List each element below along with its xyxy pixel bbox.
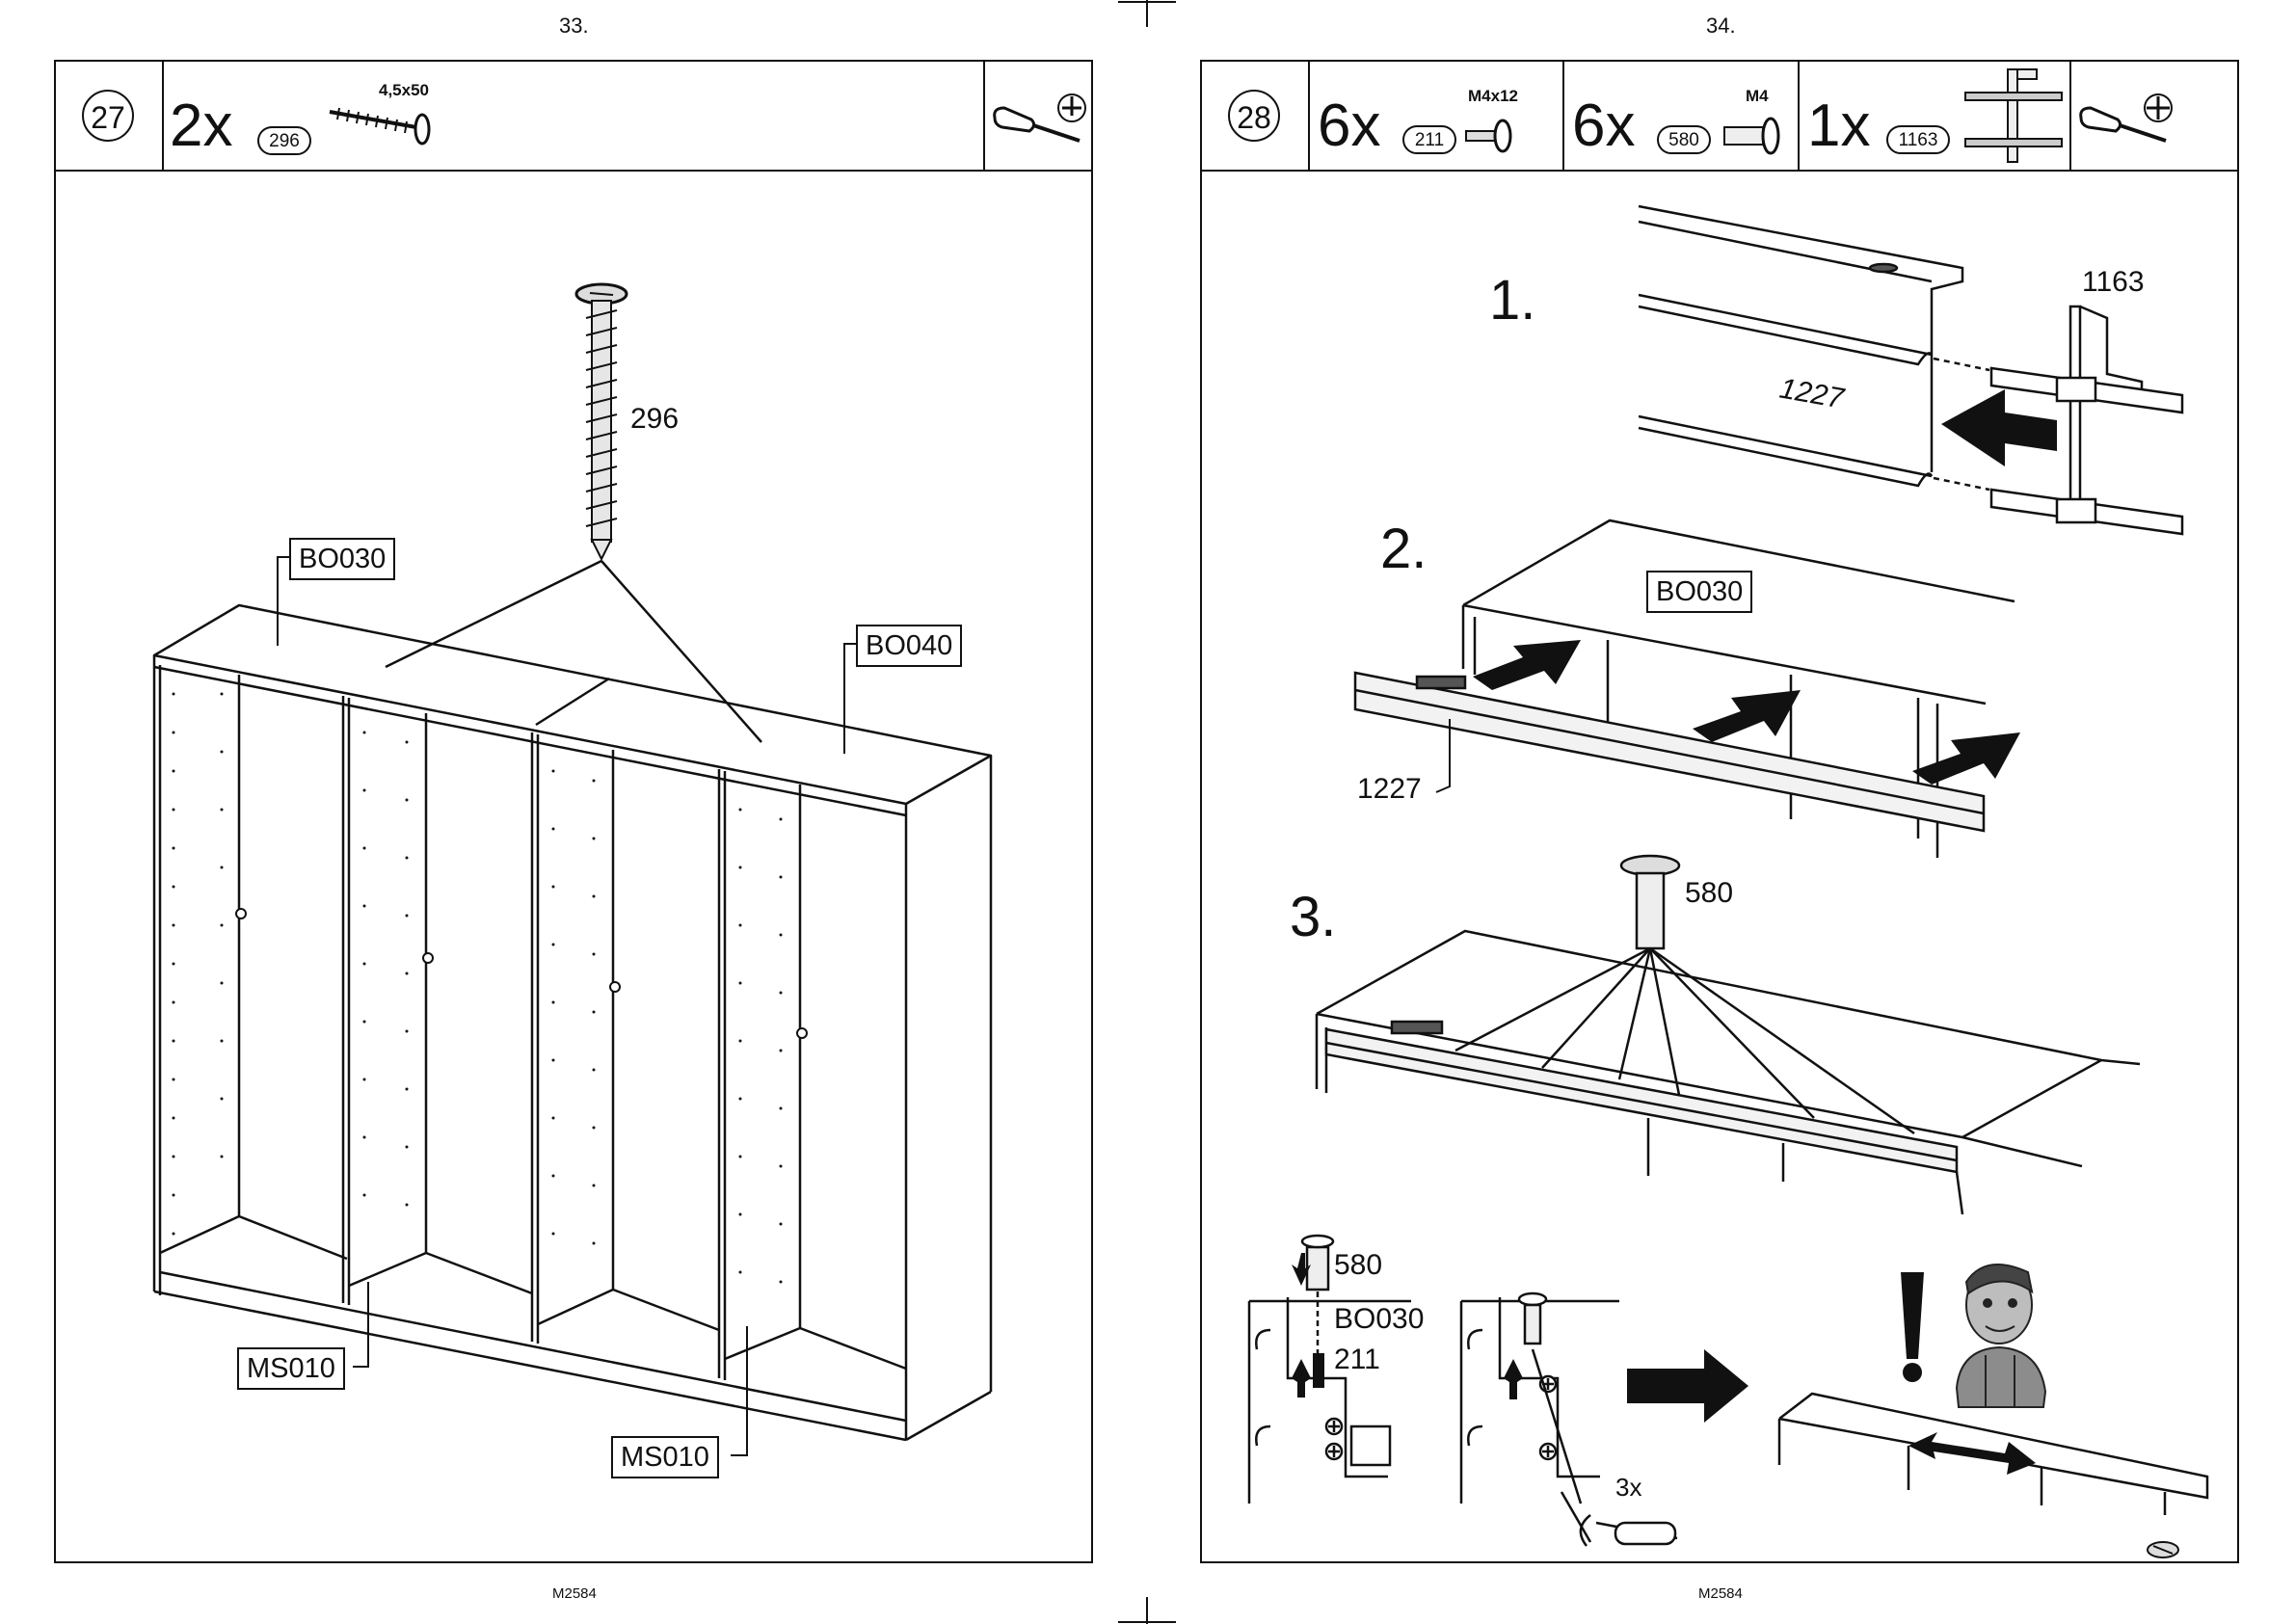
detail-sleeve-nut-label: 580 (1334, 1249, 1382, 1282)
panel-label: BO030 (1646, 571, 1752, 613)
substep-2: 2. (1380, 517, 1427, 581)
rail-label-2: 1227 (1357, 773, 1422, 806)
detail-panel-label: BO030 (1334, 1303, 1424, 1336)
bracket-label: 1163 (2082, 266, 2145, 299)
sleeve-nut-label: 580 (1685, 877, 1733, 910)
turns-label: 3x (1615, 1473, 1641, 1503)
substep-3: 3. (1290, 885, 1336, 949)
assistant-character (1957, 1265, 2045, 1407)
detail-screw-label: 211 (1334, 1344, 1380, 1376)
substep-1: 1. (1489, 268, 1535, 333)
